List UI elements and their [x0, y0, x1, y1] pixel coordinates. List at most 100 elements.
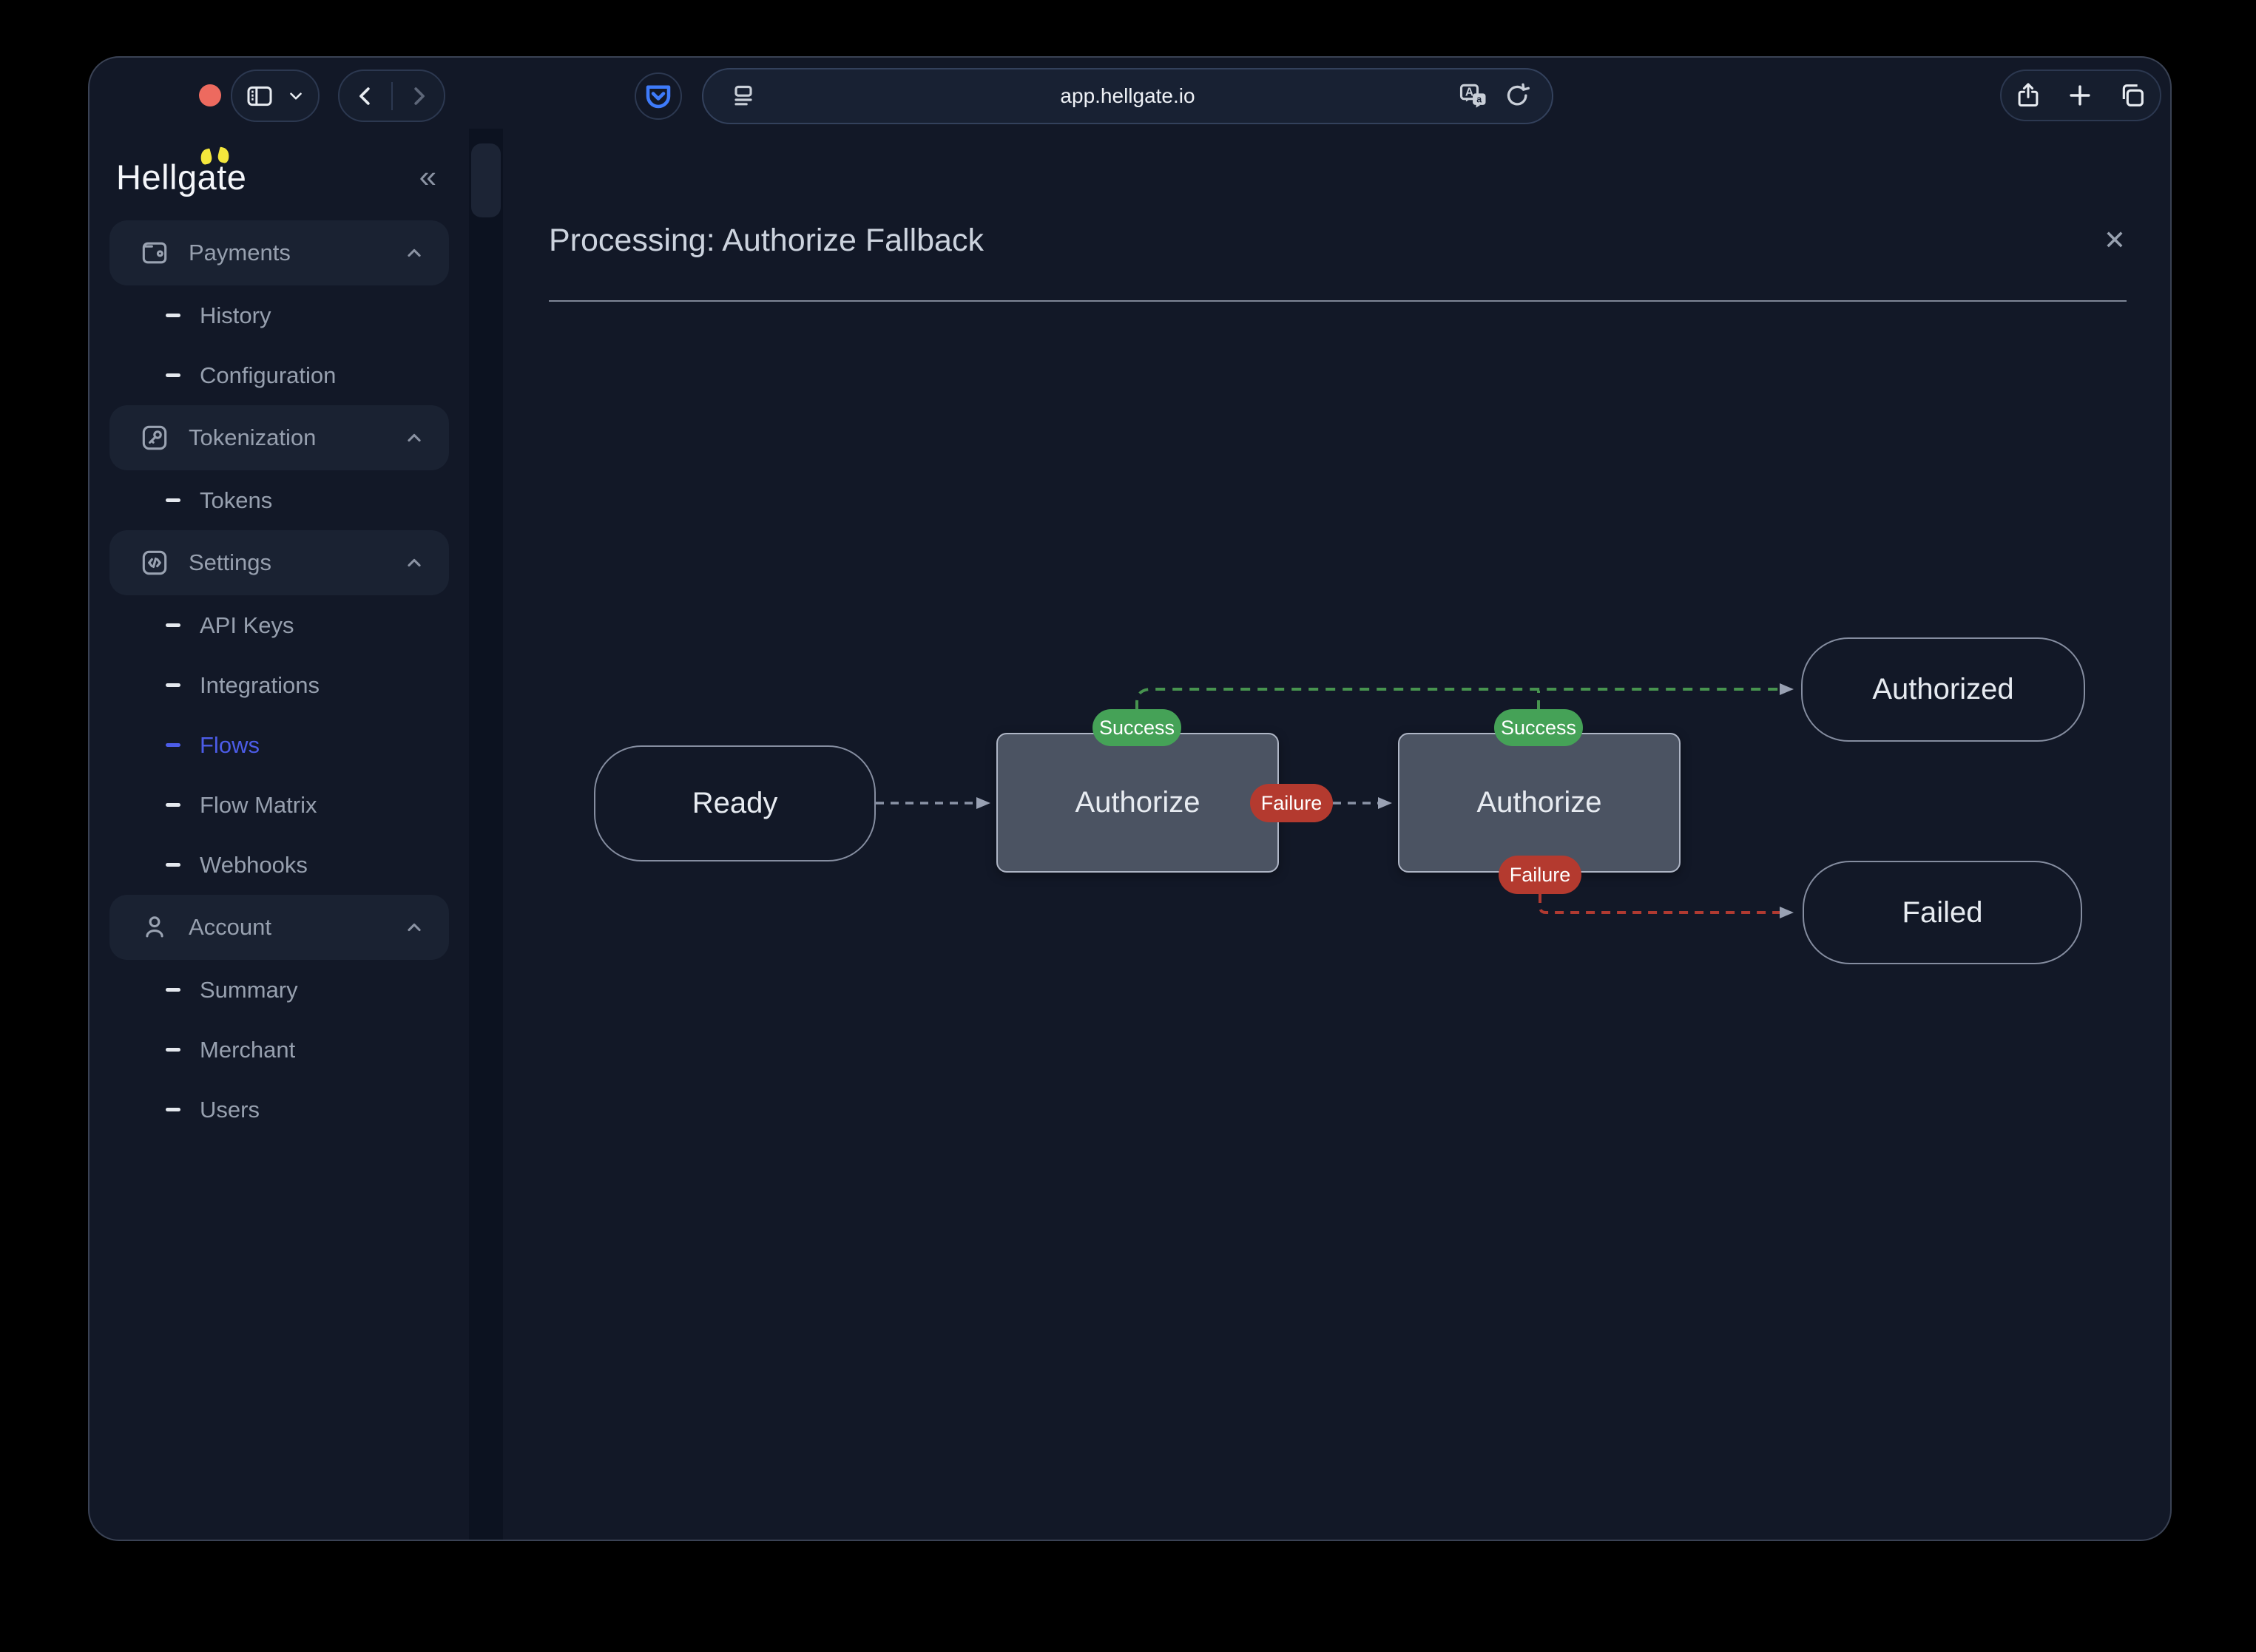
back-button[interactable] [341, 84, 391, 109]
dash-bullet-icon [166, 314, 180, 317]
sidebar-item-configuration[interactable]: Configuration [90, 345, 469, 405]
flow-node-authorize-2[interactable]: Authorize [1398, 733, 1681, 873]
dash-bullet-icon [166, 498, 180, 502]
main-content: Processing: Authorize Fallback ✕ [503, 129, 2170, 1540]
header-divider [549, 300, 2127, 302]
nav-divider [391, 81, 393, 110]
sidebar-item-tokenization[interactable]: Tokenization [109, 405, 449, 470]
sidebar-item-webhooks[interactable]: Webhooks [90, 835, 469, 895]
reload-icon[interactable] [1503, 81, 1533, 111]
close-button[interactable]: ✕ [2103, 225, 2126, 255]
sidebar-item-label: Payments [189, 240, 291, 265]
chevron-up-icon [402, 550, 427, 575]
browser-toolbar: app.hellgate.io A a [90, 58, 2170, 129]
logo-row: Hellgate « [90, 129, 469, 220]
sidebar-item-api-keys[interactable]: API Keys [90, 595, 469, 655]
node-label: Failed [1902, 896, 1983, 929]
reader-mode-icon[interactable] [729, 81, 758, 111]
sidebar-panel-icon [245, 81, 274, 111]
sidebar-item-flow-matrix[interactable]: Flow Matrix [90, 775, 469, 835]
dash-bullet-icon [166, 683, 180, 687]
new-tab-icon[interactable] [2066, 81, 2094, 109]
failure-badge-1[interactable]: Failure [1250, 784, 1333, 822]
url-text: app.hellgate.io [1060, 84, 1195, 107]
sidebar-collapse-button[interactable]: « [419, 159, 436, 194]
sidebar-item-users[interactable]: Users [90, 1080, 469, 1140]
dash-bullet-icon [166, 623, 180, 627]
sidebar: Hellgate « Payments [90, 129, 469, 1540]
dash-bullet-icon [166, 1108, 180, 1111]
flow-node-failed[interactable]: Failed [1803, 861, 2082, 964]
chevron-up-icon [402, 915, 427, 940]
sidebar-item-history[interactable]: History [90, 285, 469, 345]
sidebar-item-account[interactable]: Account [109, 895, 449, 960]
node-label: Authorized [1872, 673, 2014, 705]
sidebar-item-label: Integrations [200, 671, 320, 698]
svg-text:a: a [1476, 94, 1482, 104]
success-badge-2[interactable]: Success [1494, 709, 1583, 746]
app-logo: Hellgate [116, 158, 247, 197]
sidebar-item-flows[interactable]: Flows [90, 715, 469, 775]
sidebar-item-label: Account [189, 914, 272, 940]
sidebar-item-label: Webhooks [200, 851, 308, 878]
sidebar-item-label: Users [200, 1096, 260, 1123]
chevron-up-icon [402, 240, 427, 265]
node-label: Ready [692, 787, 778, 819]
dash-bullet-icon [166, 803, 180, 807]
sidebar-item-label: Flow Matrix [200, 791, 317, 818]
pocket-shield-icon [646, 85, 671, 109]
sidebar-scroll-track [469, 129, 503, 1540]
dash-bullet-icon [166, 1048, 180, 1052]
sidebar-toggle-button[interactable] [231, 70, 320, 122]
badge-label: Success [1098, 716, 1175, 739]
chevron-down-icon [286, 87, 305, 106]
sidebar-item-label: History [200, 302, 271, 328]
badge-label: Success [1500, 716, 1577, 739]
flow-node-authorized[interactable]: Authorized [1801, 637, 2085, 742]
nav-button-group [338, 70, 445, 122]
user-icon [138, 911, 171, 944]
sidebar-item-label: Summary [200, 976, 298, 1003]
sidebar-item-tokens[interactable]: Tokens [90, 470, 469, 530]
sidebar-item-merchant[interactable]: Merchant [90, 1020, 469, 1080]
dash-bullet-icon [166, 743, 180, 747]
flow-node-ready[interactable]: Ready [594, 745, 876, 861]
node-label: Authorize [1476, 786, 1602, 819]
traffic-light-close[interactable] [199, 84, 221, 106]
forward-button[interactable] [393, 84, 443, 109]
sidebar-item-settings[interactable]: Settings [109, 530, 449, 595]
sidebar-scroll-thumb[interactable] [471, 143, 501, 217]
node-label: Authorize [1075, 786, 1200, 819]
url-bar[interactable]: app.hellgate.io A a [702, 68, 1553, 124]
key-icon [138, 422, 171, 454]
sidebar-item-payments[interactable]: Payments [109, 220, 449, 285]
failure-badge-2[interactable]: Failure [1499, 856, 1581, 894]
dash-bullet-icon [166, 373, 180, 377]
svg-text:A: A [1465, 86, 1473, 98]
window-actions-group [2000, 70, 2161, 121]
badge-label: Failure [1509, 863, 1571, 886]
browser-window: app.hellgate.io A a [88, 56, 2172, 1541]
dash-bullet-icon [166, 988, 180, 992]
flow-node-authorize-1[interactable]: Authorize [996, 733, 1279, 873]
success-badge-1[interactable]: Success [1092, 709, 1181, 746]
sidebar-item-summary[interactable]: Summary [90, 960, 469, 1020]
sidebar-item-label: API Keys [200, 612, 294, 638]
code-icon [138, 546, 171, 579]
sidebar-item-integrations[interactable]: Integrations [90, 655, 469, 715]
badge-label: Failure [1260, 791, 1323, 814]
dash-bullet-icon [166, 863, 180, 867]
chevron-up-icon [402, 425, 427, 450]
sidebar-item-label: Tokens [200, 487, 273, 513]
page-title: Processing: Authorize Fallback [549, 223, 984, 258]
share-icon[interactable] [2014, 81, 2042, 109]
extension-button[interactable] [635, 72, 682, 120]
sidebar-item-label: Configuration [200, 362, 337, 388]
translate-icon[interactable]: A a [1457, 80, 1490, 112]
wallet-icon [138, 237, 171, 269]
sidebar-item-label: Tokenization [189, 424, 317, 450]
sidebar-item-label: Settings [189, 549, 272, 575]
tab-overview-icon[interactable] [2118, 81, 2147, 110]
sidebar-item-label: Flows [200, 731, 260, 758]
